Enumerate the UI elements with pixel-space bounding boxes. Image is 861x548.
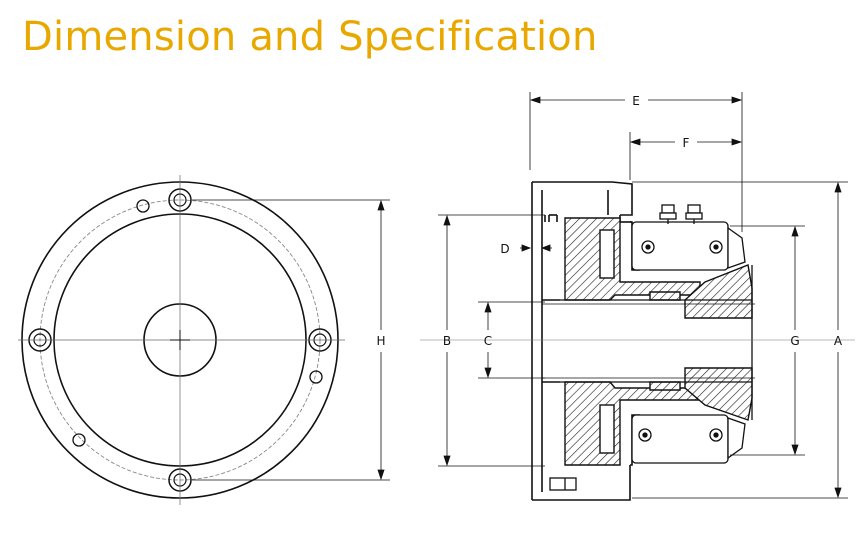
- body-outline: [531, 181, 640, 501]
- dim-h-lines: [192, 199, 390, 481]
- dim-label-c: C: [484, 334, 492, 348]
- dim-label-e: E: [632, 94, 640, 108]
- dim-label-a: A: [834, 334, 843, 348]
- dim-label-d: D: [500, 242, 509, 256]
- center-lines: [18, 175, 345, 505]
- dimension-lines: [438, 92, 848, 499]
- piston-rod: [542, 265, 755, 420]
- hatched-sections: [564, 217, 753, 466]
- side-view: [420, 181, 855, 501]
- dim-label-b: B: [443, 334, 451, 348]
- bearing-housings: [631, 221, 746, 464]
- dim-label-g: G: [790, 334, 799, 348]
- air-fittings: [659, 204, 703, 224]
- page-title: Dimension and Specification: [22, 14, 598, 60]
- front-view: [18, 175, 390, 505]
- bottom-bolt: [549, 477, 577, 491]
- dim-label-f: F: [683, 136, 690, 150]
- dim-label-h: H: [376, 334, 385, 348]
